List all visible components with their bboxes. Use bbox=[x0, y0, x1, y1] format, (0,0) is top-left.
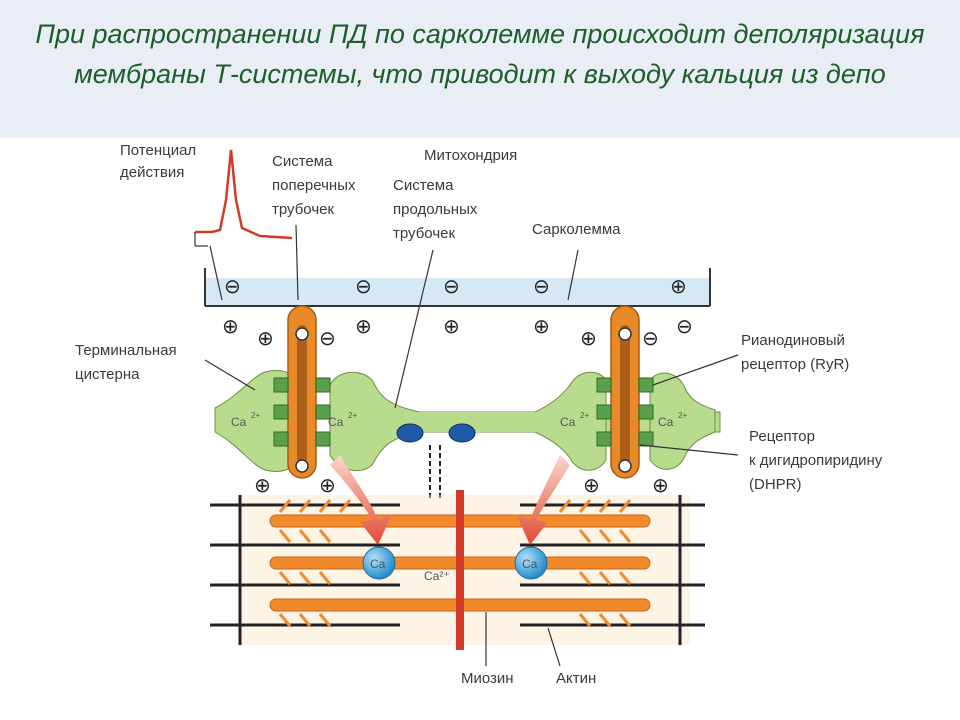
ca-label-3: Ca bbox=[560, 415, 576, 429]
label-dhpr: Рецептор к дигидропиридину (DHPR) bbox=[749, 428, 883, 493]
ca-ion-right-label: Ca bbox=[522, 557, 538, 571]
label-ryr-line1: Рианодиновый bbox=[741, 332, 845, 349]
minus-1: ⊖ bbox=[224, 274, 241, 298]
label-dhpr-line3: (DHPR) bbox=[749, 476, 802, 493]
plus-2: ⊕ bbox=[222, 314, 239, 338]
ca-release-arrows bbox=[330, 455, 570, 545]
ca-ion-left: Ca bbox=[362, 546, 396, 580]
minus-3: ⊖ bbox=[443, 274, 460, 298]
plus-1: ⊕ bbox=[670, 274, 687, 298]
plus-11: ⊕ bbox=[652, 473, 669, 497]
label-mitochondria: Митохондрия bbox=[424, 147, 517, 164]
label-long-tubules-line2: продольных bbox=[393, 201, 478, 218]
label-actin: Актин bbox=[556, 670, 596, 687]
ca-label-1: Ca bbox=[231, 415, 247, 429]
ion-pumps bbox=[396, 423, 476, 500]
label-dhpr-line1: Рецептор bbox=[749, 428, 815, 445]
charges: ⊖ ⊖ ⊖ ⊖ ⊕ ⊕ ⊕ ⊖ ⊕ ⊕ ⊕ ⊕ ⊖ ⊖ ⊕ ⊕ ⊕ ⊕ bbox=[222, 274, 693, 497]
plus-9: ⊕ bbox=[319, 473, 336, 497]
cistern-ca-labels: Ca 2+ Ca 2+ Ca 2+ Ca 2+ bbox=[231, 411, 687, 429]
ca-label-4: Ca bbox=[658, 415, 674, 429]
label-t-tubules-line1: Система bbox=[272, 153, 333, 170]
label-sarcolemma: Сарколемма bbox=[532, 221, 621, 238]
minus-4: ⊖ bbox=[533, 274, 550, 298]
z-line bbox=[456, 490, 464, 650]
label-terminal-cistern-line1: Терминальная bbox=[75, 342, 177, 359]
label-ryr: Рианодиновый рецептор (RyR) bbox=[741, 332, 849, 373]
minus-6: ⊖ bbox=[642, 326, 659, 350]
plus-7: ⊕ bbox=[580, 326, 597, 350]
label-terminal-cistern-line2: цистерна bbox=[75, 366, 140, 383]
t-tubule-right bbox=[610, 305, 640, 479]
label-myosin: Миозин bbox=[461, 670, 514, 687]
plus-3: ⊕ bbox=[257, 326, 274, 350]
ca-ion-right: Ca bbox=[514, 546, 548, 580]
ca-free-label: Ca²⁺ bbox=[424, 569, 450, 583]
sarcomere bbox=[210, 490, 705, 650]
ca-sup-4: 2+ bbox=[678, 411, 687, 420]
action-potential-trace bbox=[194, 149, 293, 301]
plus-10: ⊕ bbox=[583, 473, 600, 497]
label-action-potential-line1: Потенциал bbox=[120, 142, 196, 159]
ca-sup-3: 2+ bbox=[580, 411, 589, 420]
minus-2: ⊖ bbox=[355, 274, 372, 298]
label-dhpr-line2: к дигидропиридину bbox=[749, 452, 883, 469]
plus-4: ⊕ bbox=[355, 314, 372, 338]
label-t-tubules-line3: трубочек bbox=[272, 201, 334, 218]
minus-7: ⊖ bbox=[676, 314, 693, 338]
plus-8: ⊕ bbox=[254, 473, 271, 497]
longitudinal-tubule bbox=[372, 412, 572, 432]
label-terminal-cistern: Терминальная цистерна bbox=[75, 342, 177, 383]
ryr-receptors bbox=[273, 377, 654, 447]
label-long-tubules: Система продольных трубочек bbox=[393, 177, 478, 242]
minus-5: ⊖ bbox=[319, 326, 336, 350]
label-long-tubules-line1: Система bbox=[393, 177, 454, 194]
label-action-potential: Потенциал действия bbox=[120, 142, 196, 181]
ca-label-2: Ca bbox=[328, 415, 344, 429]
label-t-tubules: Система поперечных трубочек bbox=[272, 153, 356, 218]
label-t-tubules-line2: поперечных bbox=[272, 177, 356, 194]
t-tubule-left bbox=[287, 305, 317, 479]
label-ryr-line2: рецептор (RyR) bbox=[741, 356, 849, 373]
leader-lines bbox=[204, 224, 739, 667]
plus-5: ⊕ bbox=[443, 314, 460, 338]
slide-title: При распространении ПД по сарколемме про… bbox=[35, 19, 925, 89]
label-long-tubules-line3: трубочек bbox=[393, 225, 455, 242]
label-action-potential-line2: действия bbox=[120, 164, 184, 181]
ca-sup-2: 2+ bbox=[348, 411, 357, 420]
ca-sup-1: 2+ bbox=[251, 411, 260, 420]
plus-6: ⊕ bbox=[533, 314, 550, 338]
title-band bbox=[0, 0, 960, 138]
ca-ion-left-label: Ca bbox=[370, 557, 386, 571]
